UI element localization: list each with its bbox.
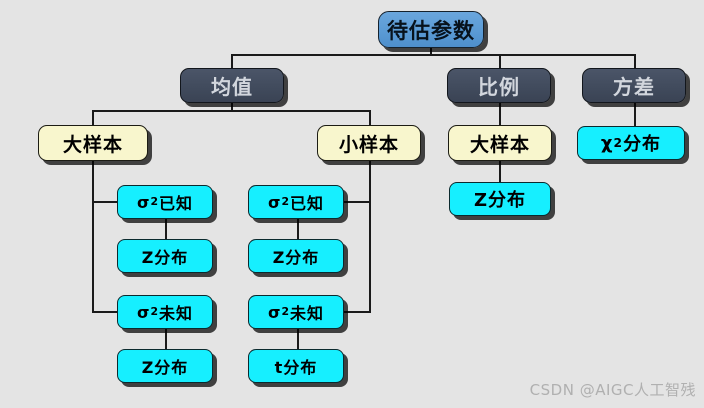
connector-mean-bus <box>92 110 371 112</box>
node-proportion-label: 比例 <box>478 75 520 99</box>
node-small-unknown-distribution-label: t分布 <box>274 358 318 377</box>
node-small-sigma-unknown-tail: 未知 <box>290 304 325 323</box>
node-small-sigma-known-tail: 已知 <box>290 194 325 213</box>
node-proportion[interactable]: 比例 <box>447 68 551 103</box>
connector-mean-to-large <box>92 110 94 126</box>
node-small-known-distribution[interactable]: Z分布 <box>248 239 344 273</box>
node-large-sigma-known-base: σ <box>136 192 151 212</box>
connector-root-bus <box>231 54 635 56</box>
connector-root-to-proportion <box>499 54 501 69</box>
node-chisq-base: χ <box>600 132 614 154</box>
node-proportion-large-sample[interactable]: 大样本 <box>448 125 552 161</box>
node-small-sigma-unknown-base: σ <box>267 302 282 322</box>
connector-large-to-unknown <box>92 311 118 313</box>
node-large-unknown-distribution-label: Z分布 <box>141 358 189 377</box>
node-root-parameter[interactable]: 待估参数 <box>378 11 484 48</box>
connector-root-stem <box>430 47 432 55</box>
node-proportion-distribution[interactable]: Z分布 <box>449 182 551 216</box>
node-proportion-distribution-label: Z分布 <box>473 190 527 211</box>
connector-root-to-mean <box>231 54 233 69</box>
node-mean-small-sample-label: 小样本 <box>338 133 399 156</box>
node-small-known-distribution-label: Z分布 <box>272 248 320 267</box>
node-proportion-large-sample-label: 大样本 <box>469 133 530 156</box>
connector-small-trunk <box>369 160 371 313</box>
node-mean[interactable]: 均值 <box>180 68 284 103</box>
node-large-sigma-unknown-tail: 未知 <box>159 304 194 323</box>
connector-small-unknown-to-dist <box>297 329 299 349</box>
node-large-known-distribution[interactable]: Z分布 <box>117 239 213 273</box>
connector-root-to-variance <box>634 54 636 69</box>
connector-small-to-known <box>344 201 371 203</box>
node-variance-label: 方差 <box>613 75 655 99</box>
node-chisq-tail: 分布 <box>623 134 662 155</box>
node-small-sigma-known-base: σ <box>267 192 282 212</box>
node-small-unknown-distribution[interactable]: t分布 <box>248 349 344 383</box>
watermark-text: CSDN @AIGC人工智残 <box>529 381 696 399</box>
connector-mean-to-small <box>369 110 371 126</box>
node-mean-label: 均值 <box>211 75 253 99</box>
connector-large-to-known <box>92 201 118 203</box>
node-large-sigma-known-tail: 已知 <box>159 194 194 213</box>
node-large-unknown-distribution[interactable]: Z分布 <box>117 349 213 383</box>
connector-variance-to-chisq <box>634 102 636 126</box>
node-mean-large-sample[interactable]: 大样本 <box>38 125 148 161</box>
connector-proportion-to-large <box>499 102 501 126</box>
connector-prop-large-to-dist <box>499 160 501 182</box>
connector-small-to-unknown <box>344 311 371 313</box>
connector-large-trunk <box>92 160 94 313</box>
connector-large-known-to-dist <box>165 219 167 239</box>
connector-large-unknown-to-dist <box>165 329 167 349</box>
connector-small-known-to-dist <box>297 219 299 239</box>
node-root-parameter-label: 待估参数 <box>387 18 475 43</box>
connector-mean-stem <box>231 102 233 111</box>
node-large-sigma-unknown-base: σ <box>136 302 151 322</box>
node-variance[interactable]: 方差 <box>582 68 686 103</box>
node-mean-large-sample-label: 大样本 <box>62 133 123 156</box>
node-mean-small-sample[interactable]: 小样本 <box>317 125 421 161</box>
node-large-known-distribution-label: Z分布 <box>141 248 189 267</box>
